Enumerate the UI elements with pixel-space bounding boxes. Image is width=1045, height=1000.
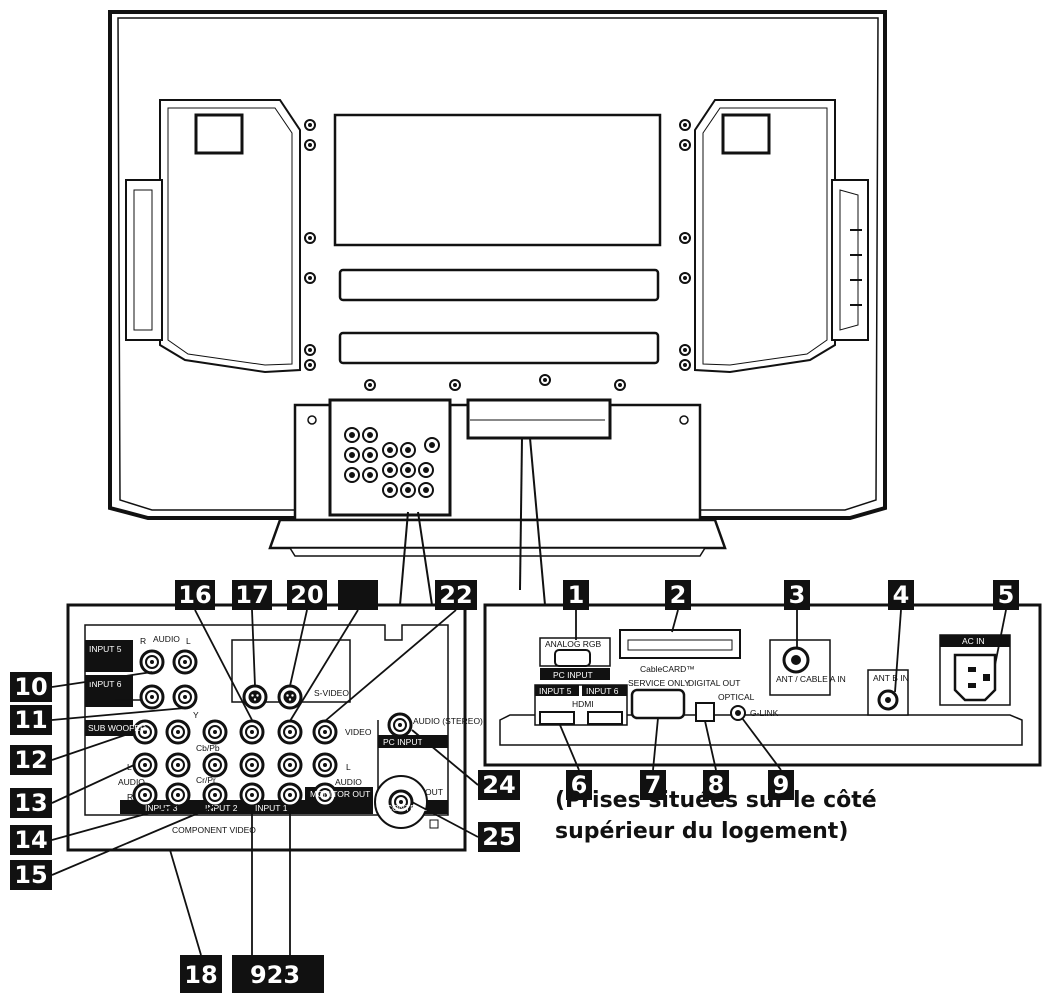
label-g-link: G-LINK xyxy=(750,708,779,718)
label-s-video: S-VIDEO xyxy=(314,688,349,698)
label-audio-top: AUDIO xyxy=(153,634,180,644)
label-audio-stereo: AUDIO (STEREO) xyxy=(413,716,483,726)
label-audio-left: AUDIO xyxy=(118,777,145,787)
label-digital-out: DIGITAL OUT xyxy=(688,678,740,688)
label-cb-pb: Cb/Pb xyxy=(196,743,220,753)
label-input1: INPUT 1 xyxy=(255,803,288,813)
callout-8: 8 xyxy=(708,771,725,799)
callout-16: 16 xyxy=(178,581,211,609)
callout-4: 4 xyxy=(893,581,910,609)
label-audio-right: AUDIO xyxy=(335,777,362,787)
label-sub-woofer: SUB WOOFER xyxy=(88,723,146,733)
callout-6: 6 xyxy=(571,771,588,799)
callout-2: 2 xyxy=(670,581,687,609)
callout-24: 24 xyxy=(482,771,515,799)
callout-22: 22 xyxy=(439,581,472,609)
callout-17: 17 xyxy=(235,581,268,609)
label-ant-b: ANT B IN xyxy=(873,673,909,683)
callout-9: 9 xyxy=(773,771,790,799)
leader-lines xyxy=(399,437,546,606)
callout-1: 1 xyxy=(568,581,585,609)
location-caption: (Prises situées sur le côté supérieur du… xyxy=(555,785,975,847)
callout-15: 15 xyxy=(14,861,47,889)
callout-25: 25 xyxy=(482,823,515,851)
label-analog-rgb: ANALOG RGB xyxy=(545,639,602,649)
label-l-right: L xyxy=(346,762,351,772)
callout-12: 12 xyxy=(14,746,47,774)
label-service-only: SERVICE ONLY xyxy=(628,678,690,688)
label-r-left: R xyxy=(127,792,133,802)
label-input5-lower: INPUT 5 xyxy=(89,644,122,654)
label-ant-cable: ANT / CABLE A IN xyxy=(776,674,846,684)
label-r-right: R xyxy=(346,792,352,802)
label-video: VIDEO xyxy=(345,727,372,737)
label-r-top: R xyxy=(140,636,146,646)
callout-13: 13 xyxy=(14,789,47,817)
callout-14: 14 xyxy=(14,826,47,854)
upper-connector-panel: ANALOG RGB PC INPUT CableCARD™ INPUT 5 I… xyxy=(483,603,1042,767)
label-ac-in: AC IN xyxy=(962,636,985,646)
callout-7: 7 xyxy=(645,771,662,799)
label-cr-pr: Cr/Pr xyxy=(196,775,216,785)
callout-11: 11 xyxy=(14,706,47,734)
caption-line-1: (Prises situées sur le côté xyxy=(555,788,877,813)
callout-markers: 1 2 3 4 5 6 7 8 9 16 17 20 22 10 11 12 1… xyxy=(10,580,1019,993)
callout-5: 5 xyxy=(998,581,1015,609)
label-pc-input-upper: PC INPUT xyxy=(553,670,593,680)
label-input5-hdmi: INPUT 5 xyxy=(539,686,572,696)
callout-10: 10 xyxy=(14,673,47,701)
callout-3: 3 xyxy=(789,581,806,609)
callout-923: 923 xyxy=(250,961,300,989)
label-optical: OPTICAL xyxy=(718,692,755,702)
label-cable-card: CableCARD™ xyxy=(640,664,695,674)
label-out: OUT xyxy=(425,787,443,797)
label-input2: INPUT 2 xyxy=(205,803,238,813)
label-input6-lower: INPUT 6 xyxy=(89,679,122,689)
label-pc-input-lower: PC INPUT xyxy=(383,737,423,747)
label-control: CONTROL xyxy=(386,803,428,813)
label-l-top: L xyxy=(186,636,191,646)
caption-line-2: supérieur du logement) xyxy=(555,819,849,844)
label-input3: INPUT 3 xyxy=(145,803,178,813)
callout-20: 20 xyxy=(290,581,323,609)
tv-back-housing xyxy=(108,10,887,557)
label-hdmi: HDMI xyxy=(572,699,594,709)
label-input6-hdmi: INPUT 6 xyxy=(586,686,619,696)
label-monitor-out: MONITOR OUT xyxy=(310,789,370,799)
label-y: Y xyxy=(193,710,199,720)
callout-18: 18 xyxy=(184,961,217,989)
label-component-video: COMPONENT VIDEO xyxy=(172,825,256,835)
callout-leaders xyxy=(51,609,1007,956)
lower-connector-panel: INPUT 5 INPUT 6 R AUDIO L SUB WOOFER L A… xyxy=(66,603,483,852)
